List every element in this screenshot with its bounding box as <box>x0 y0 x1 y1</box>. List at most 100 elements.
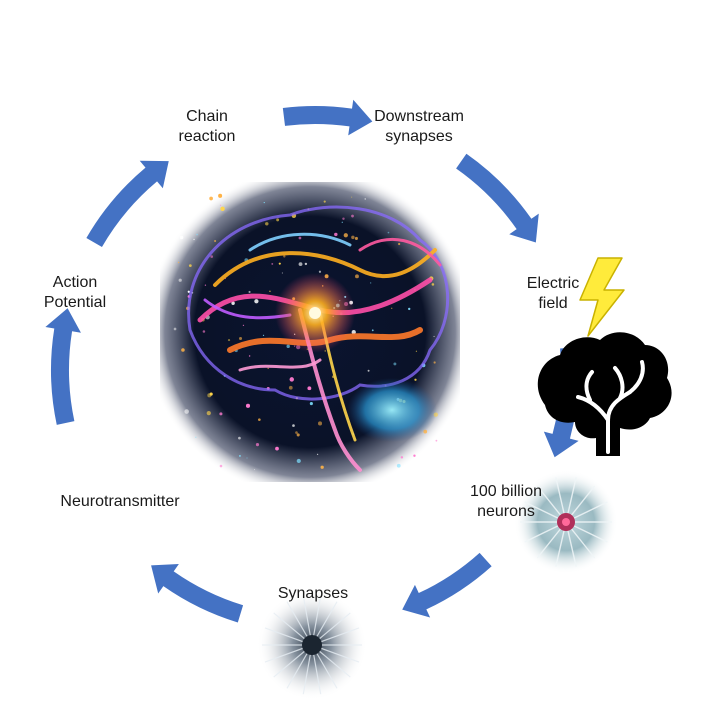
brain-star <box>415 350 418 352</box>
neuron-nucleus-core <box>562 518 570 526</box>
brain-star <box>398 242 401 246</box>
brain-star <box>231 301 235 305</box>
brain-star <box>206 411 211 416</box>
arrow-synapses-to-neurotransmitter <box>151 564 244 623</box>
brain-star <box>262 334 265 336</box>
arrow-downstream-to-electric <box>456 153 539 243</box>
brain-star <box>209 392 213 396</box>
step-action-potential: Action Potential <box>30 273 120 313</box>
brain-star <box>248 290 251 294</box>
brain-star <box>214 240 217 243</box>
step-100-billion-neurons-line-1: 100 billion <box>469 483 543 500</box>
step-electric-field: Electric field <box>516 274 590 314</box>
brain-star <box>184 409 189 414</box>
step-neurotransmitter-line-1: Neurotransmitter <box>60 493 180 510</box>
brain-star <box>292 424 295 427</box>
arrow-neurotransmitter-to-action <box>45 308 81 425</box>
brain-star <box>218 193 223 198</box>
brain-star <box>263 201 265 204</box>
brain-star <box>298 262 303 267</box>
brain-star <box>316 453 319 456</box>
brain-star <box>320 465 324 469</box>
brain-star <box>253 469 256 471</box>
brain-star <box>355 274 359 279</box>
arrow-action-to-chain <box>86 160 169 247</box>
brain-star <box>396 463 401 468</box>
glowing-brain-illustration <box>160 182 460 482</box>
brain-star <box>364 198 366 200</box>
brain-star <box>255 443 260 447</box>
brain-star <box>298 236 302 240</box>
neuron-cell-image <box>514 470 618 574</box>
brain-star <box>238 436 241 440</box>
brain-star <box>239 454 241 457</box>
brain-star <box>408 307 411 311</box>
brain-tree-icon <box>537 332 672 456</box>
brain-star <box>269 290 271 292</box>
brain-star <box>323 200 326 203</box>
brain-star <box>181 348 185 352</box>
brain-star <box>309 402 313 406</box>
synapse-cell-image <box>257 590 367 700</box>
brain-star <box>173 327 177 331</box>
brain-star <box>351 214 354 218</box>
step-chain-reaction-line-1: Chain <box>186 108 228 125</box>
brain-star <box>178 278 182 282</box>
brain-star <box>354 236 358 240</box>
brain-star <box>296 458 301 464</box>
step-100-billion-neurons: 100 billion neurons <box>452 482 560 522</box>
brain-star <box>393 362 397 366</box>
brain-star <box>204 284 207 286</box>
brain-star <box>283 255 286 258</box>
brain-star <box>281 272 283 274</box>
brain-tract <box>238 358 322 372</box>
brain-star <box>295 431 298 434</box>
brain-star <box>317 421 323 426</box>
brain-star <box>351 196 353 198</box>
brain-tract <box>213 248 437 287</box>
brain-star <box>351 330 356 335</box>
brain-star <box>351 235 355 240</box>
brain-star <box>431 283 435 286</box>
brain-star <box>248 355 251 357</box>
step-action-potential-line-2: Potential <box>43 294 107 311</box>
brain-star <box>196 233 198 236</box>
brain-star <box>367 369 370 372</box>
head-branch <box>613 366 625 400</box>
arrow-chain-to-downstream <box>282 99 373 136</box>
step-electric-field-line-1: Electric <box>526 275 580 292</box>
brain-star <box>219 464 223 468</box>
brain-star <box>246 457 248 459</box>
brain-star <box>400 456 404 459</box>
step-chain-reaction: Chain reaction <box>165 107 249 147</box>
step-electric-field-line-2: field <box>538 295 568 312</box>
brain-star <box>267 367 269 370</box>
brain-outline <box>187 205 450 401</box>
brain-core <box>309 307 321 319</box>
brain-star <box>307 386 312 391</box>
lightning-bolt-icon <box>579 257 625 337</box>
step-action-potential-line-1: Action <box>52 274 98 291</box>
brain-star <box>391 307 393 309</box>
brain-star <box>433 335 435 338</box>
brain-star <box>318 270 322 273</box>
brain-star <box>220 206 225 211</box>
head-branch <box>576 395 610 422</box>
step-neurotransmitter: Neurotransmitter <box>40 492 200 512</box>
synapse-center <box>302 635 322 655</box>
brain-star <box>245 403 251 408</box>
head-silhouette <box>537 332 672 456</box>
step-synapses: Synapses <box>263 584 363 604</box>
brain-star <box>430 194 433 197</box>
step-downstream-synapses-line-2: synapses <box>385 128 453 145</box>
brain-star <box>242 324 245 327</box>
brain-star <box>278 262 281 265</box>
brain-star <box>177 261 180 264</box>
brain-star <box>413 454 416 457</box>
brain-star <box>188 264 192 268</box>
brain-star <box>239 337 243 341</box>
brain-star <box>195 436 197 438</box>
brain-cerebellum <box>347 378 437 442</box>
brain-star <box>227 339 231 342</box>
brain-star <box>341 221 343 224</box>
